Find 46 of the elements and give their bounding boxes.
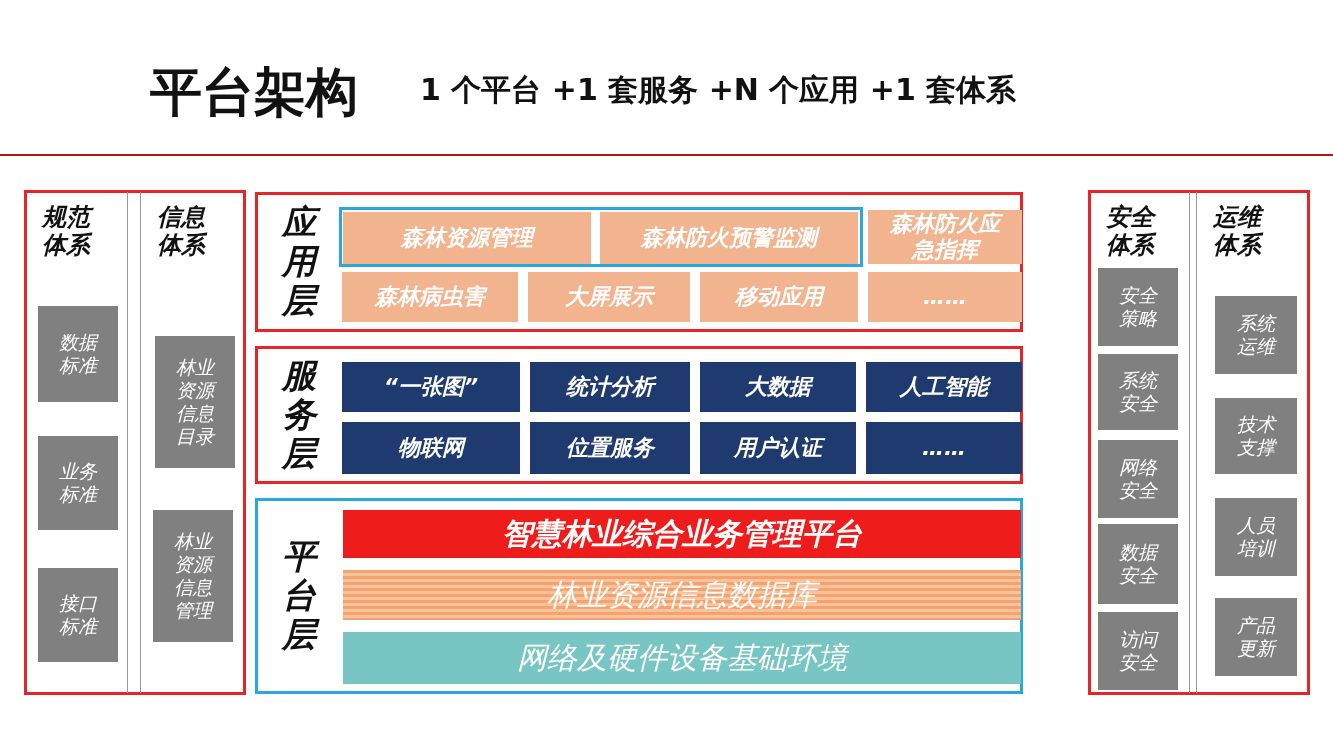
service-card: 用户认证	[700, 422, 856, 474]
service-card: ……	[866, 422, 1022, 474]
application-card: 森林资源管理	[343, 212, 591, 264]
standard-card: 安全策略	[1098, 268, 1178, 346]
application-card: ……	[868, 272, 1022, 322]
standard-card: 系统安全	[1098, 354, 1178, 430]
column-heading: 信息体系	[156, 204, 208, 260]
standard-card: 人员培训	[1215, 498, 1297, 576]
layer-panel	[255, 498, 1023, 694]
layer-panel	[255, 346, 1023, 484]
layer-panel	[255, 192, 1023, 332]
service-card: 大数据	[700, 362, 856, 412]
standard-card: 林业资源信息目录	[155, 336, 235, 468]
application-card: 森林病虫害	[342, 272, 518, 322]
column-heading: 安全体系	[1105, 204, 1157, 260]
standard-card: 业务标准	[38, 436, 118, 530]
standard-card: 技术支撑	[1215, 398, 1297, 474]
service-card: 人工智能	[866, 362, 1022, 412]
group-frame	[339, 207, 863, 267]
database-bar: 林业资源信息数据库	[343, 570, 1021, 620]
column-heading: 运维体系	[1212, 204, 1264, 260]
standard-card: 数据安全	[1098, 524, 1178, 604]
subtitle: 1 个平台 +1 套服务 +N 个应用 +1 套体系	[420, 71, 1018, 109]
service-card: 位置服务	[530, 422, 690, 474]
application-card: 移动应用	[700, 272, 858, 322]
standard-card: 系统运维	[1215, 296, 1297, 374]
layer-heading: 平台层	[280, 537, 318, 655]
service-card: 统计分析	[530, 362, 690, 412]
standard-card: 产品更新	[1215, 598, 1297, 676]
platform-bar: 智慧林业综合业务管理平台	[343, 510, 1021, 558]
application-card: 森林防火应急指挥	[868, 210, 1022, 264]
column-heading: 规范体系	[40, 204, 93, 260]
infrastructure-bar: 网络及硬件设备基础环境	[343, 632, 1021, 684]
standard-card: 林业资源信息管理	[153, 510, 233, 642]
service-card: “一张图”	[342, 362, 520, 412]
panel-frame	[24, 190, 246, 695]
application-card: 大屏展示	[528, 272, 690, 322]
panel-frame	[1088, 190, 1310, 695]
standard-card: 数据标准	[38, 306, 118, 402]
standard-card: 访问安全	[1098, 612, 1178, 690]
standard-card: 网络安全	[1098, 440, 1178, 518]
service-card: 物联网	[342, 422, 520, 474]
layer-heading: 服务层	[280, 356, 318, 474]
standard-card: 接口标准	[38, 568, 118, 662]
page-title: 平台架构	[150, 61, 358, 124]
application-card: 森林防火预警监测	[600, 212, 858, 264]
